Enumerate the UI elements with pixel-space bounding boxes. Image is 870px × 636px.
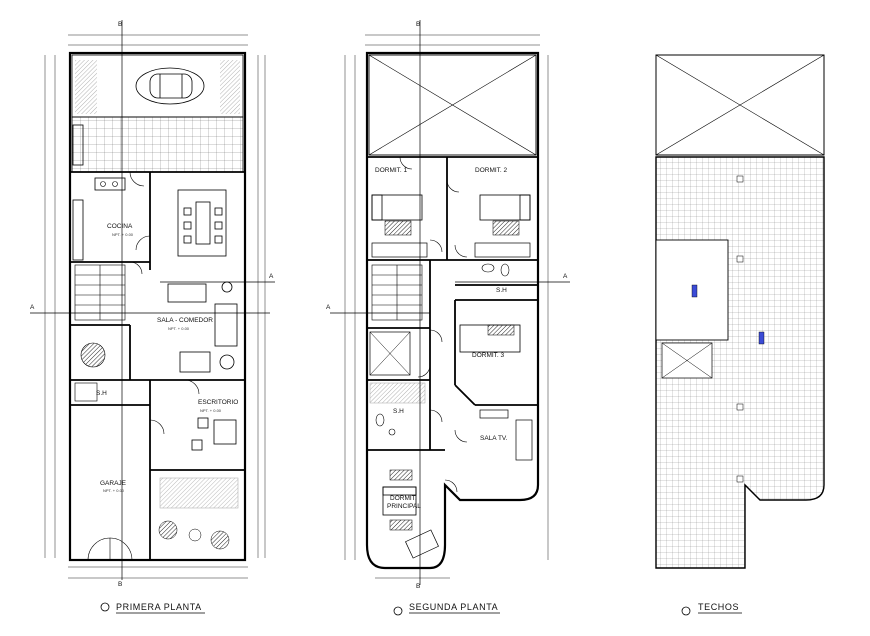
room-label-dormit-2: DORMIT. 2	[475, 167, 508, 174]
section-marker-a-left: A	[30, 304, 35, 311]
plan-techos: TECHOS	[655, 54, 825, 616]
room-level-cocina: NPT. + 0.00	[112, 232, 134, 237]
plan1-living-furniture	[167, 281, 238, 373]
plan-segunda-planta: DORMIT. 1 DORMIT. 2 S.H DORMIT. 3 S.H SA…	[326, 20, 570, 616]
plan1-office-furniture	[191, 417, 237, 451]
plan-primera-planta: COCINA NPT. + 0.00 SALA - COMEDOR NPT. +…	[30, 20, 275, 614]
plan-title-segunda: SEGUNDA PLANTA	[409, 602, 498, 612]
plan1-stairs	[74, 264, 126, 321]
plan2-dimensions	[344, 34, 549, 579]
plan2-stairs	[371, 264, 423, 321]
room-label-sh-3: S.H	[393, 408, 404, 415]
section-marker-a-left-2: A	[326, 304, 331, 311]
roof-drain-blue-1	[691, 284, 698, 298]
plan1-walls	[70, 171, 245, 560]
room-label-sh-1: S.H	[96, 390, 107, 397]
room-label-sala-comedor: SALA - COMEDOR	[157, 317, 213, 324]
dining-table	[177, 189, 227, 257]
room-label-dormit-principal: DORMIT. PRINCIPAL	[387, 495, 421, 510]
plan-title-primera: PRIMERA PLANTA	[116, 602, 202, 612]
section-marker-b-top: B	[118, 21, 122, 28]
car-icon	[135, 67, 205, 105]
room-label-escritorio: ESCRITORIO	[198, 399, 238, 406]
section-marker-b-bottom: B	[118, 581, 122, 588]
room-label-sh-2: S.H	[496, 287, 507, 294]
plan2-outer-wall	[365, 51, 540, 570]
section-marker-b-top-2: B	[416, 21, 420, 28]
roof-drain-blue-2	[758, 331, 765, 345]
room-level-garaje: NPT. + 0.00	[103, 488, 125, 493]
room-label-dormit-1: DORMIT. 1	[375, 167, 408, 174]
plan2-beds	[371, 194, 531, 516]
room-level-escritorio: NPT. + 0.00	[200, 408, 222, 413]
room-label-dormit-3: DORMIT. 3	[472, 352, 505, 359]
room-level-sala-comedor: NPT. + 0.00	[168, 326, 190, 331]
plan-title-techos: TECHOS	[698, 602, 739, 612]
plant-icon	[80, 342, 106, 368]
plan2-walls	[367, 156, 538, 451]
plan1-outer-wall	[68, 51, 247, 562]
room-label-sala-tv: SALA TV.	[480, 435, 508, 442]
section-marker-a-right-2: A	[563, 273, 568, 280]
section-marker-b-bottom-2: B	[416, 583, 420, 590]
section-marker-a-right: A	[269, 273, 274, 280]
room-label-garaje: GARAJE	[100, 480, 127, 487]
plan1-dimensions	[44, 34, 266, 579]
room-label-cocina: COCINA	[107, 223, 133, 230]
